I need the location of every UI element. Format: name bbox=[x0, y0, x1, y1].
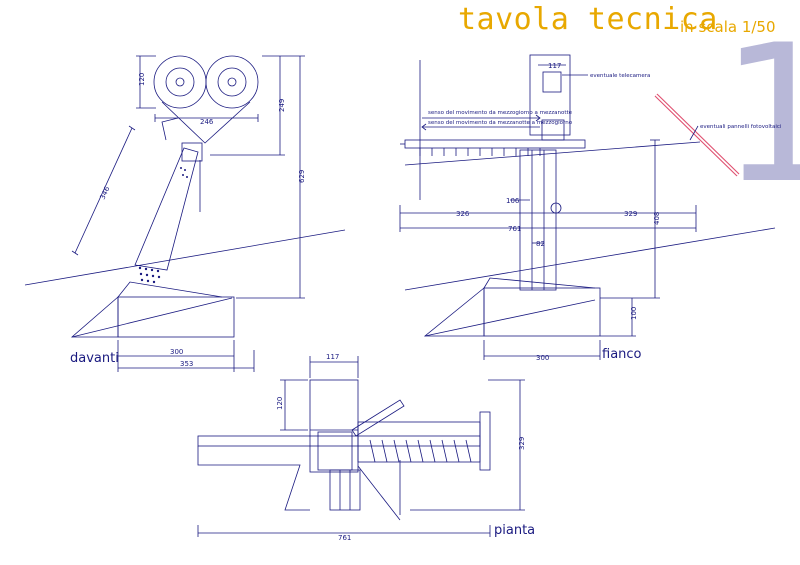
front-reel-right bbox=[205, 55, 259, 109]
svg-text:761: 761 bbox=[338, 534, 351, 542]
front-view bbox=[24, 55, 346, 372]
front-mast bbox=[134, 147, 199, 271]
plan-tower bbox=[309, 379, 359, 473]
view-label-side: fianco bbox=[602, 347, 642, 362]
side-arm bbox=[404, 139, 586, 149]
svg-text:249: 249 bbox=[278, 99, 286, 112]
svg-text:761: 761 bbox=[508, 225, 521, 233]
side-camera bbox=[542, 71, 562, 93]
side-tower-top bbox=[529, 54, 571, 136]
view-label-front: davanti bbox=[70, 351, 119, 366]
sheet-title: tavola tecnica bbox=[458, 2, 718, 37]
scale-label: in scala 1/50 bbox=[680, 18, 776, 36]
svg-text:346: 346 bbox=[99, 185, 112, 201]
svg-text:353: 353 bbox=[180, 360, 193, 368]
svg-text:629: 629 bbox=[298, 170, 306, 183]
motion-note-midnight-noon: senso del movimento da mezzanotte a mezz… bbox=[428, 120, 573, 126]
plan-mast bbox=[329, 469, 361, 511]
plan-arm-ticks bbox=[369, 439, 472, 463]
sheet-number: 1 bbox=[720, 4, 800, 225]
view-label-plan: pianta bbox=[494, 523, 536, 538]
front-base bbox=[117, 296, 235, 338]
svg-text:120: 120 bbox=[276, 397, 284, 410]
side-dimension-labels: 117 106 326 329 761 82 408 100 300 bbox=[456, 62, 661, 362]
panels-note: eventuali pannelli fotovoltaici bbox=[700, 124, 782, 130]
front-dimension-labels: 120 246 249 629 346 300 353 bbox=[99, 73, 306, 368]
svg-text:326: 326 bbox=[456, 210, 470, 218]
svg-text:408: 408 bbox=[653, 212, 661, 225]
side-view bbox=[399, 54, 776, 360]
svg-text:120: 120 bbox=[138, 73, 146, 86]
front-head bbox=[181, 142, 203, 162]
side-solar-panel bbox=[654, 93, 740, 177]
svg-text:246: 246 bbox=[200, 118, 214, 126]
svg-text:300: 300 bbox=[536, 354, 549, 362]
svg-text:117: 117 bbox=[548, 62, 561, 70]
camera-note: eventuale telecamera bbox=[590, 73, 650, 79]
side-annotations: eventuale telecamera eventuali pannelli … bbox=[428, 73, 782, 130]
plan-dimension-labels: 117 120 329 761 bbox=[276, 353, 526, 542]
front-dot-grid bbox=[138, 167, 188, 284]
plan-arm bbox=[197, 435, 481, 447]
plan-view bbox=[197, 356, 525, 537]
side-mast bbox=[519, 149, 557, 291]
svg-text:300: 300 bbox=[170, 348, 183, 356]
svg-text:82: 82 bbox=[536, 240, 545, 248]
side-base bbox=[483, 287, 601, 337]
svg-text:329: 329 bbox=[624, 210, 637, 218]
motion-note-noon-midnight: senso del movimento da mezzogiorno a mez… bbox=[428, 110, 573, 116]
side-arm-ticks bbox=[419, 148, 541, 156]
svg-text:329: 329 bbox=[518, 437, 526, 450]
svg-text:100: 100 bbox=[630, 307, 638, 320]
svg-text:106: 106 bbox=[506, 197, 520, 205]
front-reel-left bbox=[153, 55, 207, 109]
svg-text:117: 117 bbox=[326, 353, 339, 361]
